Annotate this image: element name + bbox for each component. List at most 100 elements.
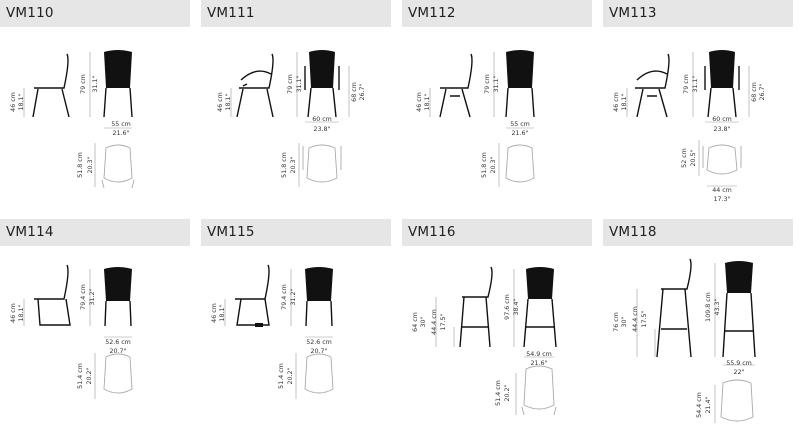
- seat-height-cm: 46 cm: [10, 303, 17, 323]
- width-in: 20.7": [311, 348, 328, 355]
- arm-height-cm: 68 cm: [351, 82, 358, 102]
- side-view: [439, 53, 473, 118]
- seat-height-in: 18.1": [18, 304, 25, 321]
- chair-drawings: 46 cm 18.1" 79 cm 31.1" 55 cm 21.6" 51.8…: [416, 50, 535, 187]
- model-code: VM115: [207, 224, 255, 240]
- side-view: [635, 53, 670, 118]
- model-header: VM111: [201, 0, 391, 27]
- height-in: 31.2": [290, 288, 297, 305]
- depth-in: 20.2": [287, 367, 294, 384]
- height-cm: 109.8 cm: [705, 292, 712, 322]
- depth-in: 20.5": [690, 149, 697, 166]
- width-cm: 52.6 cm: [306, 339, 332, 346]
- footrest-height-cm: 44.4 cm: [431, 309, 438, 335]
- front-view: [104, 267, 132, 327]
- footrest-height-in: 17.5": [641, 310, 648, 327]
- width-cm: 54.9 cm: [526, 351, 552, 358]
- depth-in: 20.3": [490, 156, 497, 173]
- model-code: VM114: [6, 224, 54, 240]
- side-view: [32, 53, 70, 118]
- top-view: [521, 365, 557, 416]
- depth-cm: 51.4 cm: [278, 363, 285, 389]
- seat-height-in: 18.1": [219, 304, 226, 321]
- height-in: 31.1": [296, 75, 303, 92]
- height-cm: 79 cm: [683, 74, 690, 94]
- seat-height-cm: 76 cm: [613, 312, 620, 332]
- card-vm116: VM116 64 cm 30" 44.4 cm 17.5" 97.6 cm 38…: [402, 219, 592, 429]
- card-vm111: VM111 46 cm 18.1" 79 cm 31.1" 68 cm 26.7…: [201, 0, 391, 210]
- card-vm115: VM115 46 cm 18.1" 79.4 cm 31.2" 52.6 cm …: [201, 219, 391, 429]
- width-cm: 55 cm: [510, 121, 530, 128]
- card-vm114: VM114 46 cm 18.1" 79.4 cm 31.2" 52.6 cm …: [0, 219, 190, 429]
- height-in: 31.1": [92, 75, 99, 92]
- arm-height-in: 26.7": [359, 83, 366, 100]
- depth-cm: 51.4 cm: [495, 380, 502, 406]
- stool-drawings: 76 cm 30" 44.4 cm 17.5" 109.8 cm 43.3" 5…: [613, 258, 756, 423]
- front-view: [103, 50, 133, 118]
- width-in: 21.6": [113, 130, 130, 137]
- height-cm: 79.4 cm: [281, 284, 288, 310]
- top-view: [304, 353, 334, 394]
- model-header: VM114: [0, 219, 190, 246]
- depth-cm: 51.8 cm: [281, 152, 288, 178]
- chair-drawings: 46 cm 18.1" 79.4 cm 31.2" 52.6 cm 20.7" …: [211, 264, 334, 399]
- front-view: [305, 267, 333, 327]
- footrest-height-in: 17.5": [440, 313, 447, 330]
- model-header: VM113: [603, 0, 793, 27]
- width-cm: 55.9 cm: [726, 360, 752, 367]
- depth-cm: 52 cm: [681, 148, 688, 168]
- depth-cm: 54.4 cm: [696, 392, 703, 418]
- top-view: [103, 353, 133, 394]
- seat-height-in: 18.1": [621, 93, 628, 110]
- height-in: 38.4": [513, 298, 520, 315]
- height-cm: 79 cm: [80, 74, 87, 94]
- seat-height-cm: 46 cm: [10, 92, 17, 112]
- model-code: VM118: [609, 224, 657, 240]
- model-header: VM110: [0, 0, 190, 27]
- chair-drawings: 46 cm 18.1" 79 cm 31.1" 68 cm 26.7" 60 c…: [613, 50, 766, 203]
- seat-height-in: 18.1": [18, 93, 25, 110]
- width-in: 20.7": [110, 348, 127, 355]
- model-header: VM118: [603, 219, 793, 246]
- model-code: VM110: [6, 5, 54, 21]
- model-header: VM112: [402, 0, 592, 27]
- model-code: VM112: [408, 5, 456, 21]
- width-in: 21.6": [512, 130, 529, 137]
- depth-in: 20.2": [86, 367, 93, 384]
- chair-drawings: 46 cm 18.1" 79 cm 31.1" 55 cm 21.6" 51.8…: [10, 50, 135, 189]
- footrest-height-cm: 44.4 cm: [632, 306, 639, 332]
- height-cm: 79 cm: [287, 74, 294, 94]
- top-view: [101, 144, 135, 189]
- seat-height-cm: 46 cm: [211, 303, 218, 323]
- front-view: [304, 50, 340, 118]
- height-cm: 79.4 cm: [80, 284, 87, 310]
- width-in: 21.6": [531, 360, 548, 367]
- top-view: [302, 144, 342, 183]
- width-in: 22": [734, 369, 745, 376]
- depth-in: 20.3": [290, 156, 297, 173]
- card-vm112: VM112 46 cm 18.1" 79 cm 31.1" 55 cm 21.6…: [402, 0, 592, 210]
- side-view: [459, 266, 493, 348]
- chair-drawings: 46 cm 18.1" 79 cm 31.1" 68 cm 26.7" 60 c…: [217, 50, 366, 187]
- height-cm: 79 cm: [484, 74, 491, 94]
- inner-depth-cm: 44 cm: [712, 187, 732, 194]
- depth-in: 21.4": [705, 396, 712, 413]
- side-view: [236, 53, 274, 118]
- card-vm110: VM110 46 cm 18.1" 79 cm 31.1" 55 cm 21.6…: [0, 0, 190, 210]
- model-code: VM116: [408, 224, 456, 240]
- front-view: [722, 261, 756, 358]
- side-view: [34, 264, 71, 326]
- model-header: VM115: [201, 219, 391, 246]
- width-in: 23.8": [314, 126, 331, 133]
- width-in: 23.8": [714, 126, 731, 133]
- height-in: 31.1": [493, 75, 500, 92]
- arm-height-in: 26.7": [759, 83, 766, 100]
- width-cm: 60 cm: [712, 116, 732, 123]
- chair-drawings: 46 cm 18.1" 79.4 cm 31.2" 52.6 cm 20.7" …: [10, 264, 133, 399]
- height-cm: 97.6 cm: [504, 294, 511, 320]
- model-code: VM111: [207, 5, 255, 21]
- seat-height-cm: 64 cm: [412, 312, 419, 332]
- seat-height-cm: 46 cm: [217, 92, 224, 112]
- model-code: VM113: [609, 5, 657, 21]
